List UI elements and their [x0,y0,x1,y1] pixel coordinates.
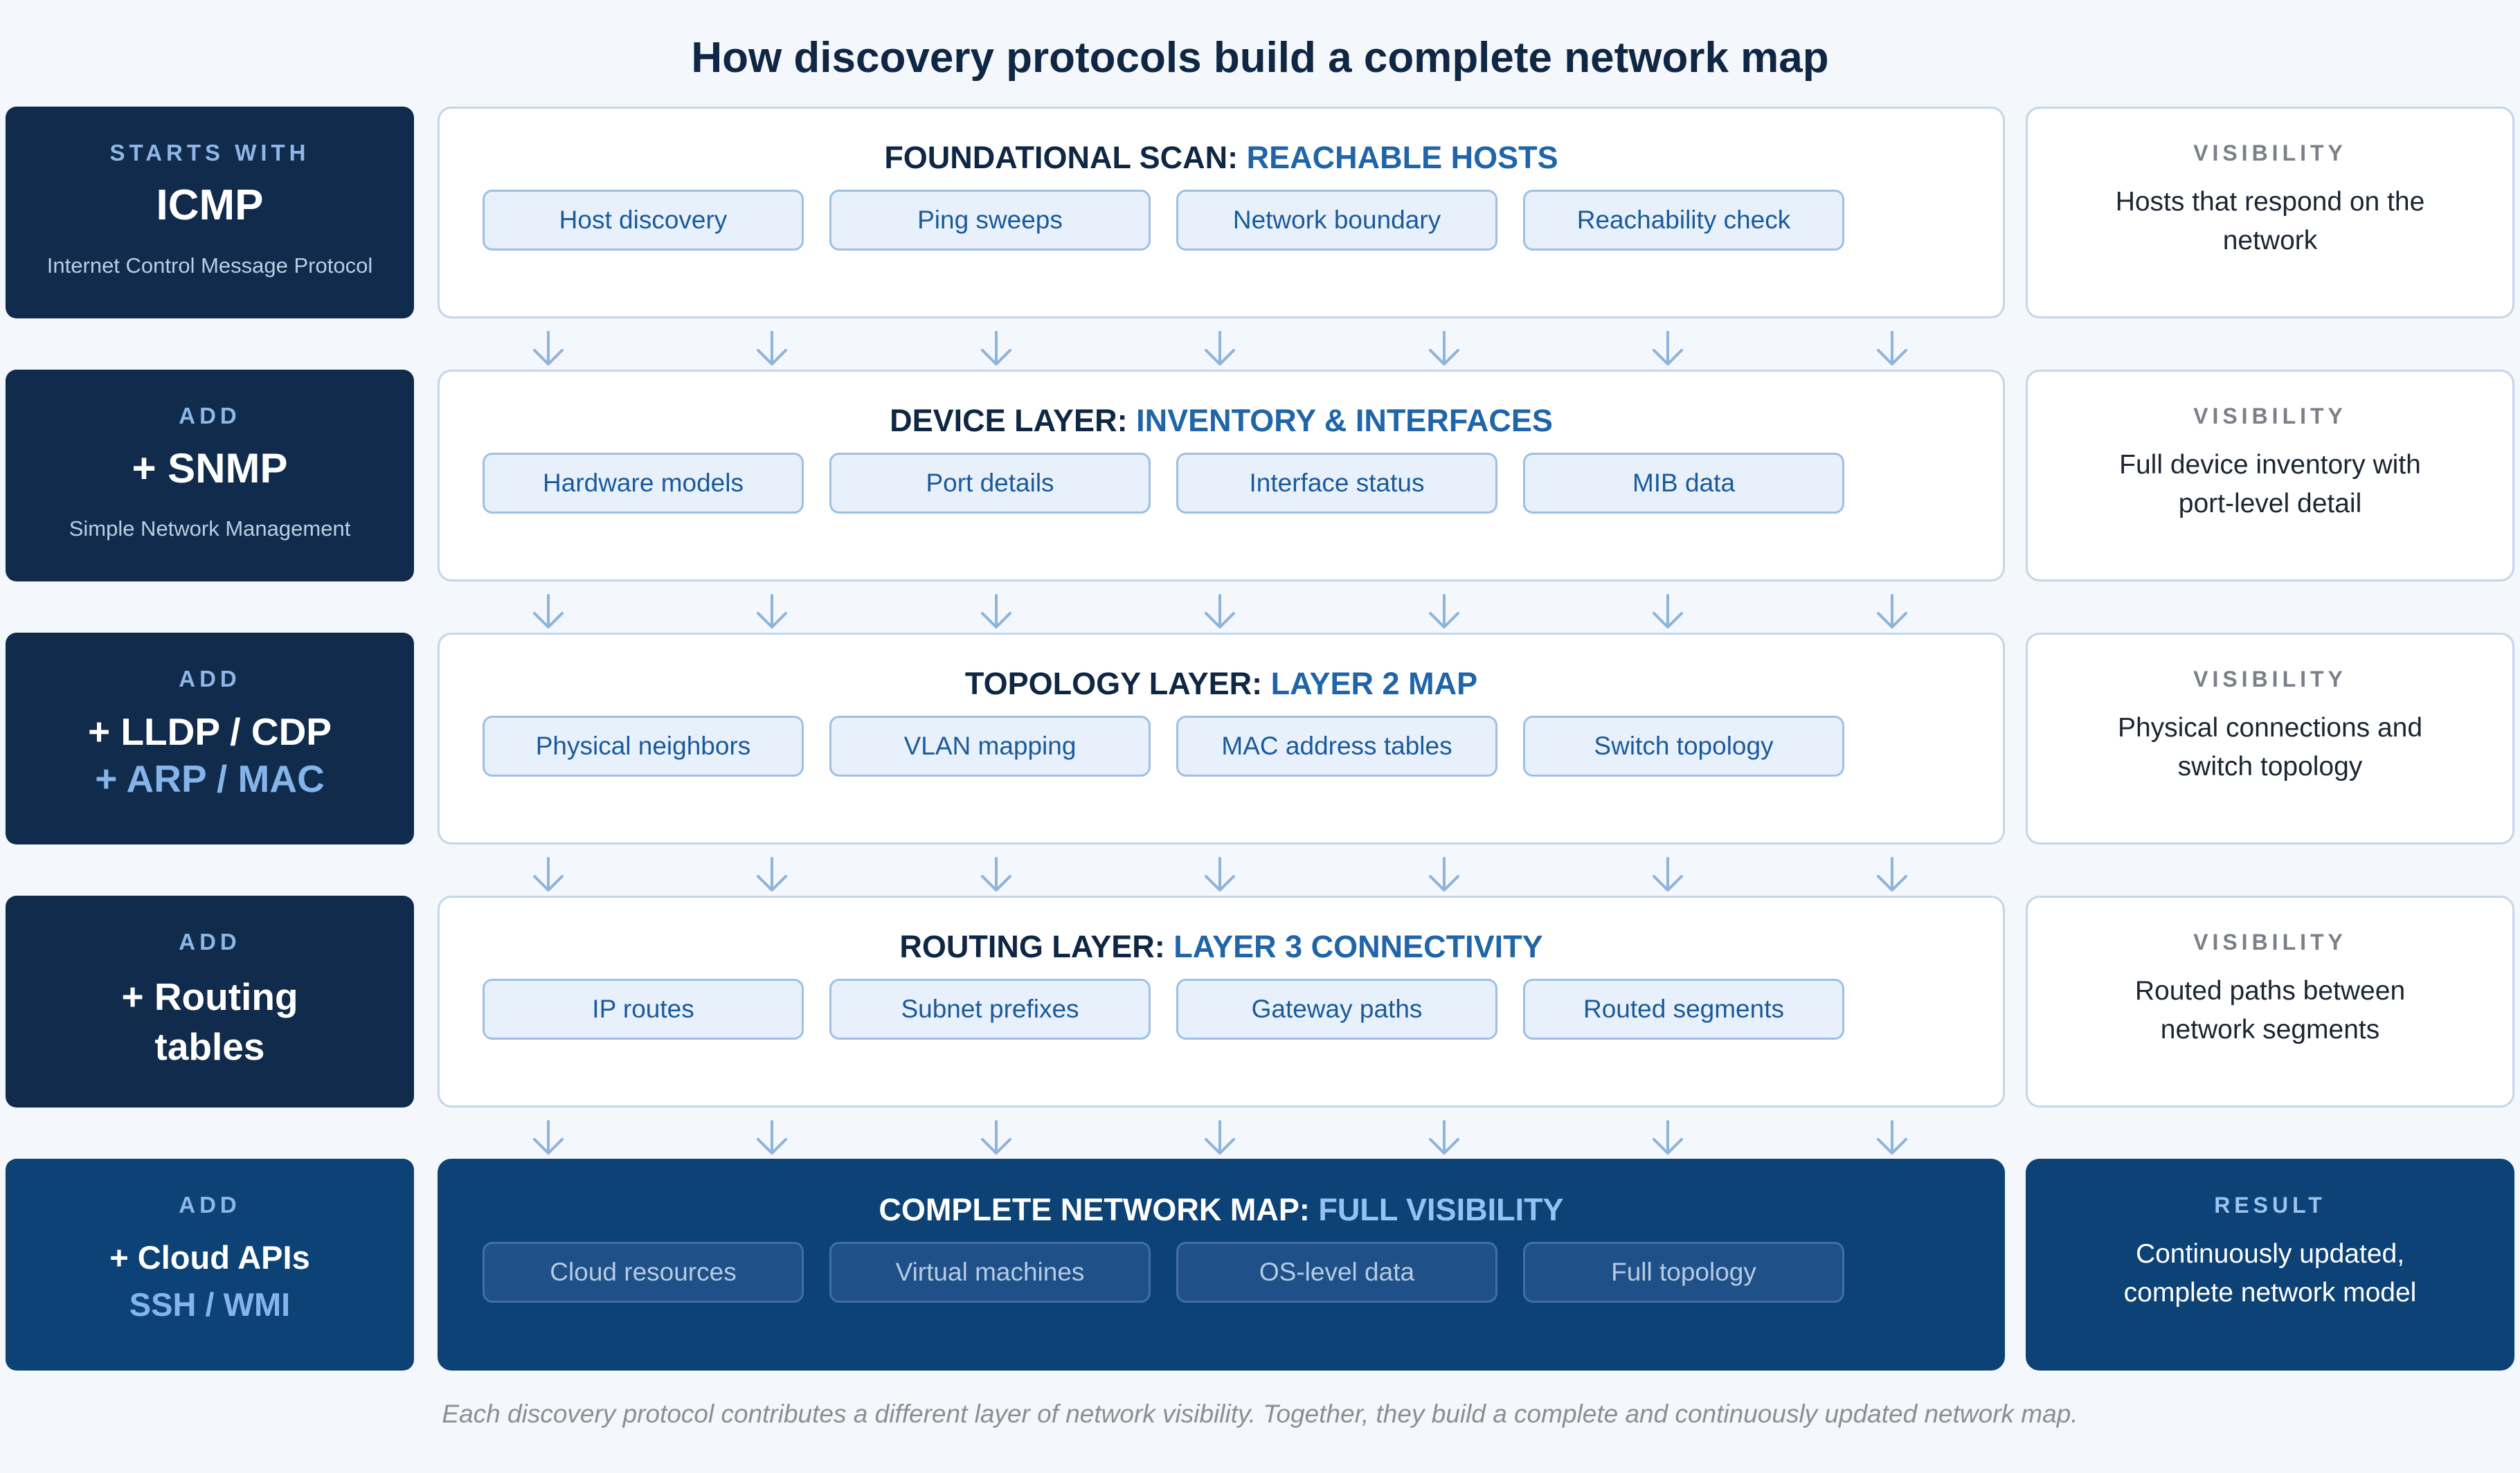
down-arrow-icon [533,1120,564,1155]
down-arrow-icon [1429,1120,1459,1155]
protocol-name-secondary: + ARP / MAC [95,757,325,800]
down-arrow-icon [1877,1120,1907,1155]
capability-chip: Routed segments [1523,979,1844,1040]
down-arrow-icon [533,331,564,365]
down-arrow-icon [1653,1120,1683,1155]
arrow-connectors [533,1120,1907,1155]
down-arrow-icon [1205,331,1235,365]
capability-chip: VLAN mapping [829,716,1151,777]
down-arrow-icon [757,594,787,629]
result-card: RESULT Continuously updated, complete ne… [2026,1159,2514,1371]
protocol-card-routing: ADD + Routing tables [6,896,414,1108]
visibility-card: VISIBILITY Routed paths between network … [2026,896,2514,1108]
capability-chip: Subnet prefixes [829,979,1151,1040]
capability-chip: Cloud resources [483,1242,804,1303]
visibility-label: VISIBILITY [2193,404,2347,428]
capability-chip: Full topology [1523,1242,1844,1303]
down-arrow-icon [533,594,564,629]
capability-chip: Ping sweeps [829,190,1151,251]
visibility-card: VISIBILITY Full device inventory with po… [2026,370,2514,581]
down-arrow-icon [1205,1120,1235,1155]
visibility-text: Routed paths between network segments [2134,976,2406,1045]
protocol-step-label: ADD [179,666,241,692]
down-arrow-icon [1205,594,1235,629]
layer-card-routing: ROUTING LAYER: LAYER 3 CONNECTIVITY IP r… [438,896,2005,1108]
down-arrow-icon [981,331,1011,365]
layer-card-foundational: FOUNDATIONAL SCAN: REACHABLE HOSTS Host … [438,107,2005,318]
down-arrow-icon [1205,857,1235,892]
layer-card-complete-map: COMPLETE NETWORK MAP: FULL VISIBILITY Cl… [438,1159,2005,1371]
down-arrow-icon [1429,594,1459,629]
protocol-step-label: ADD [179,1192,241,1218]
protocol-card-lldp-cdp: ADD + LLDP / CDP + ARP / MAC [6,633,414,844]
layer-heading: COMPLETE NETWORK MAP: FULL VISIBILITY [879,1192,1564,1227]
capability-chip: Physical neighbors [483,716,804,777]
capability-chip: MAC address tables [1176,716,1497,777]
down-arrow-icon [1429,857,1459,892]
down-arrow-icon [757,331,787,365]
down-arrow-icon [1653,594,1683,629]
visibility-text: Full device inventory with port-level de… [2119,450,2421,518]
down-arrow-icon [757,857,787,892]
arrow-connectors [533,857,1907,892]
protocol-name: + Cloud APIs [109,1239,310,1276]
down-arrow-icon [757,1120,787,1155]
visibility-card: VISIBILITY Hosts that respond on the net… [2026,107,2514,318]
protocol-step-label: ADD [179,929,241,955]
capability-chip: Network boundary [1176,190,1497,251]
down-arrow-icon [981,857,1011,892]
visibility-label: VISIBILITY [2193,930,2347,955]
protocol-card-snmp: ADD + SNMP Simple Network Management [6,370,414,581]
protocol-description: Internet Control Message Protocol [46,253,373,278]
down-arrow-icon [533,857,564,892]
down-arrow-icon [981,1120,1011,1155]
capability-chip: Host discovery [483,190,804,251]
diagram-title: How discovery protocols build a complete… [691,34,1829,82]
capability-chip: Virtual machines [829,1242,1151,1303]
protocol-description: Simple Network Management [69,516,351,541]
capability-chip: MIB data [1523,453,1844,514]
result-label: RESULT [2214,1193,2326,1218]
protocol-step-label: ADD [179,403,241,428]
down-arrow-icon [981,594,1011,629]
arrow-connectors [533,331,1907,365]
down-arrow-icon [1653,331,1683,365]
protocol-name: + LLDP / CDP [88,710,332,753]
layer-heading: DEVICE LAYER: INVENTORY & INTERFACES [890,403,1553,438]
layer-heading: FOUNDATIONAL SCAN: REACHABLE HOSTS [884,140,1558,175]
protocol-name-secondary: SSH / WMI [129,1286,291,1323]
protocol-name: ICMP [156,181,264,229]
protocol-name: + SNMP [132,445,288,491]
down-arrow-icon [1429,331,1459,365]
arrow-connectors [533,594,1907,629]
layer-heading: TOPOLOGY LAYER: LAYER 2 MAP [964,666,1478,701]
down-arrow-icon [1653,857,1683,892]
capability-chip: Gateway paths [1176,979,1497,1040]
result-text: Continuously updated, complete network m… [2123,1239,2417,1308]
layer-card-device: DEVICE LAYER: INVENTORY & INTERFACES Har… [438,370,2005,581]
capability-chip: Switch topology [1523,716,1844,777]
protocol-step-label: STARTS WITH [109,140,310,165]
visibility-text: Hosts that respond on the network [2115,187,2425,255]
capability-chip: Reachability check [1523,190,1844,251]
protocol-name: + Routing tables [121,975,298,1068]
capability-chip: Hardware models [483,453,804,514]
down-arrow-icon [1877,331,1907,365]
capability-chip: Port details [829,453,1151,514]
protocol-card-icmp: STARTS WITH ICMP Internet Control Messag… [6,107,414,318]
capability-chip: IP routes [483,979,804,1040]
visibility-label: VISIBILITY [2193,667,2347,692]
visibility-card: VISIBILITY Physical connections and swit… [2026,633,2514,844]
footer-caption: Each discovery protocol contributes a di… [442,1400,2078,1428]
visibility-label: VISIBILITY [2193,141,2347,165]
capability-chip: OS-level data [1176,1242,1497,1303]
down-arrow-icon [1877,594,1907,629]
capability-chip: Interface status [1176,453,1497,514]
down-arrow-icon [1877,857,1907,892]
layer-heading: ROUTING LAYER: LAYER 3 CONNECTIVITY [899,929,1543,964]
visibility-text: Physical connections and switch topology [2117,713,2423,781]
layer-card-topology: TOPOLOGY LAYER: LAYER 2 MAP Physical nei… [438,633,2005,844]
protocol-card-cloud: ADD + Cloud APIs SSH / WMI [6,1159,414,1371]
